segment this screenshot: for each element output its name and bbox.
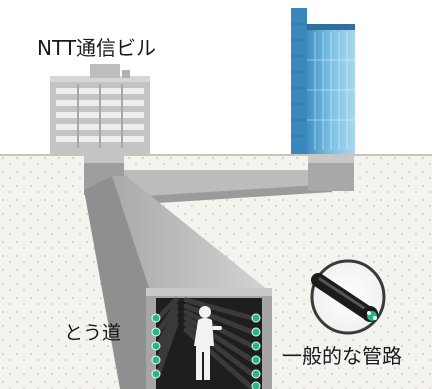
tunnel-cables — [155, 297, 255, 389]
ntt-building — [50, 64, 150, 154]
conduit-label: 一般的な管路 — [282, 344, 402, 368]
tunnel-label: とう道 — [64, 322, 122, 344]
building-label: NTT通信ビル — [37, 36, 157, 60]
connector-duct — [84, 155, 354, 206]
worker-silhouette — [194, 306, 222, 380]
glass-tower — [291, 8, 355, 154]
cable-end-caps — [151, 313, 261, 389]
conduit-magnifier — [310, 259, 386, 335]
